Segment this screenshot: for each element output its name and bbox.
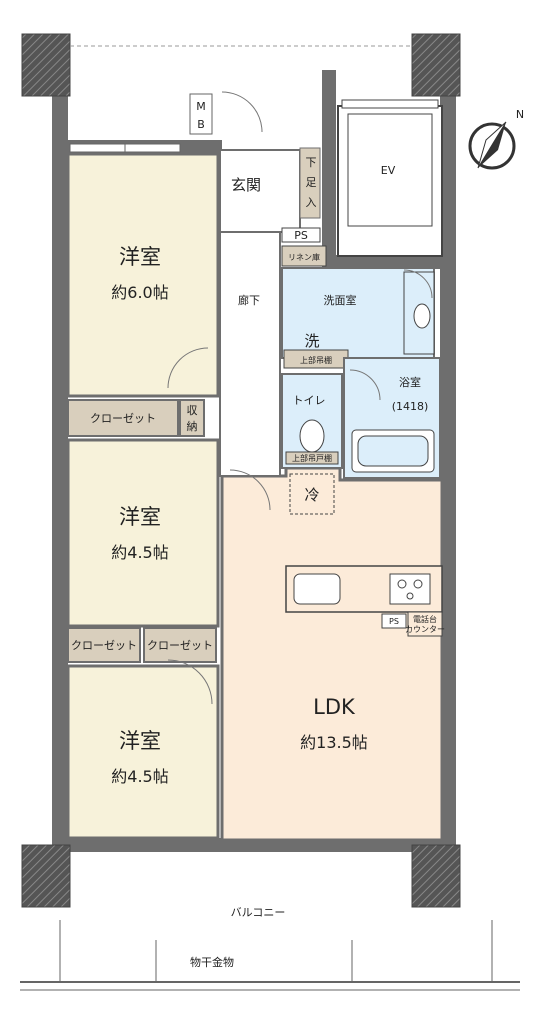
closet-2-box	[67, 627, 141, 663]
shoe-box-area	[299, 147, 321, 219]
shoe-box-label-2: 足	[306, 176, 317, 189]
ldk-area	[220, 466, 444, 842]
washroom-label: 洗面室	[324, 293, 357, 307]
toilet-cabinet-label: 上部吊戸棚	[292, 453, 332, 463]
closet-2-label: クローゼット	[71, 639, 137, 652]
storage-label-1: 収	[187, 404, 198, 417]
balcony-area	[20, 920, 520, 991]
room-2-name: 洋室	[119, 505, 161, 529]
elevator-shaft	[337, 99, 443, 257]
entrance-label: 玄関	[231, 176, 261, 194]
room-1-area: 約6.0帖	[111, 283, 168, 302]
phone-counter-label-1: 電話台	[413, 614, 437, 624]
bathroom-label: 浴室	[399, 375, 421, 389]
laundry-pole-label: 物干金物	[190, 955, 234, 969]
hallway-area	[219, 231, 281, 477]
fridge-box	[289, 473, 335, 515]
fridge-label: 冷	[304, 486, 319, 504]
western-room-3	[66, 664, 220, 840]
kitchen-counter	[285, 565, 443, 613]
compass-icon	[468, 121, 516, 170]
western-room-1	[66, 152, 220, 398]
elevator-label: EV	[381, 164, 396, 177]
shoe-box-label-1: 下	[306, 156, 317, 169]
bath-size-label: (1418)	[392, 400, 429, 413]
balcony-label: バルコニー	[231, 906, 286, 919]
room-1-name: 洋室	[119, 245, 161, 269]
closet-1-box	[67, 399, 179, 437]
room-3-name: 洋室	[119, 729, 161, 753]
window-room-1	[69, 143, 181, 153]
closet-3-label: クローゼット	[147, 639, 213, 652]
room-2-area: 約4.5帖	[111, 543, 168, 562]
toilet-cabinet-box	[285, 451, 339, 465]
mb-label-1: M	[196, 100, 206, 113]
toilet-label: トイレ	[293, 394, 326, 407]
hallway-label: 廊下	[238, 293, 260, 307]
ldk-name: LDK	[313, 695, 356, 719]
linen-label: リネン庫	[288, 252, 320, 262]
phone-counter-box	[407, 611, 443, 637]
ps-kitchen-box	[381, 613, 407, 629]
linen-box	[281, 245, 327, 267]
storage-label-2: 納	[187, 420, 198, 433]
upper-cabinet-label: 上部吊棚	[300, 355, 332, 365]
shoe-box-label-3: 入	[306, 196, 317, 209]
closet-1-label: クローゼット	[90, 412, 156, 425]
closet-3-box	[143, 627, 217, 663]
ps-kitchen-label: PS	[389, 617, 399, 626]
western-room-2	[66, 438, 220, 628]
ps-top-box	[281, 227, 321, 243]
storage-box	[179, 399, 205, 437]
compass-label: N	[516, 108, 524, 121]
mb-box	[189, 93, 213, 135]
mb-label-2: B	[197, 118, 205, 131]
washer-label: 洗	[304, 332, 319, 350]
ldk-area-label: 約13.5帖	[300, 733, 368, 752]
entrance-area	[219, 149, 301, 233]
phone-counter-label-2: カウンター	[405, 625, 445, 634]
structural-columns	[21, 33, 461, 908]
room-3-area: 約4.5帖	[111, 767, 168, 786]
door-swings	[167, 91, 433, 705]
ps-top-label: PS	[294, 229, 308, 242]
